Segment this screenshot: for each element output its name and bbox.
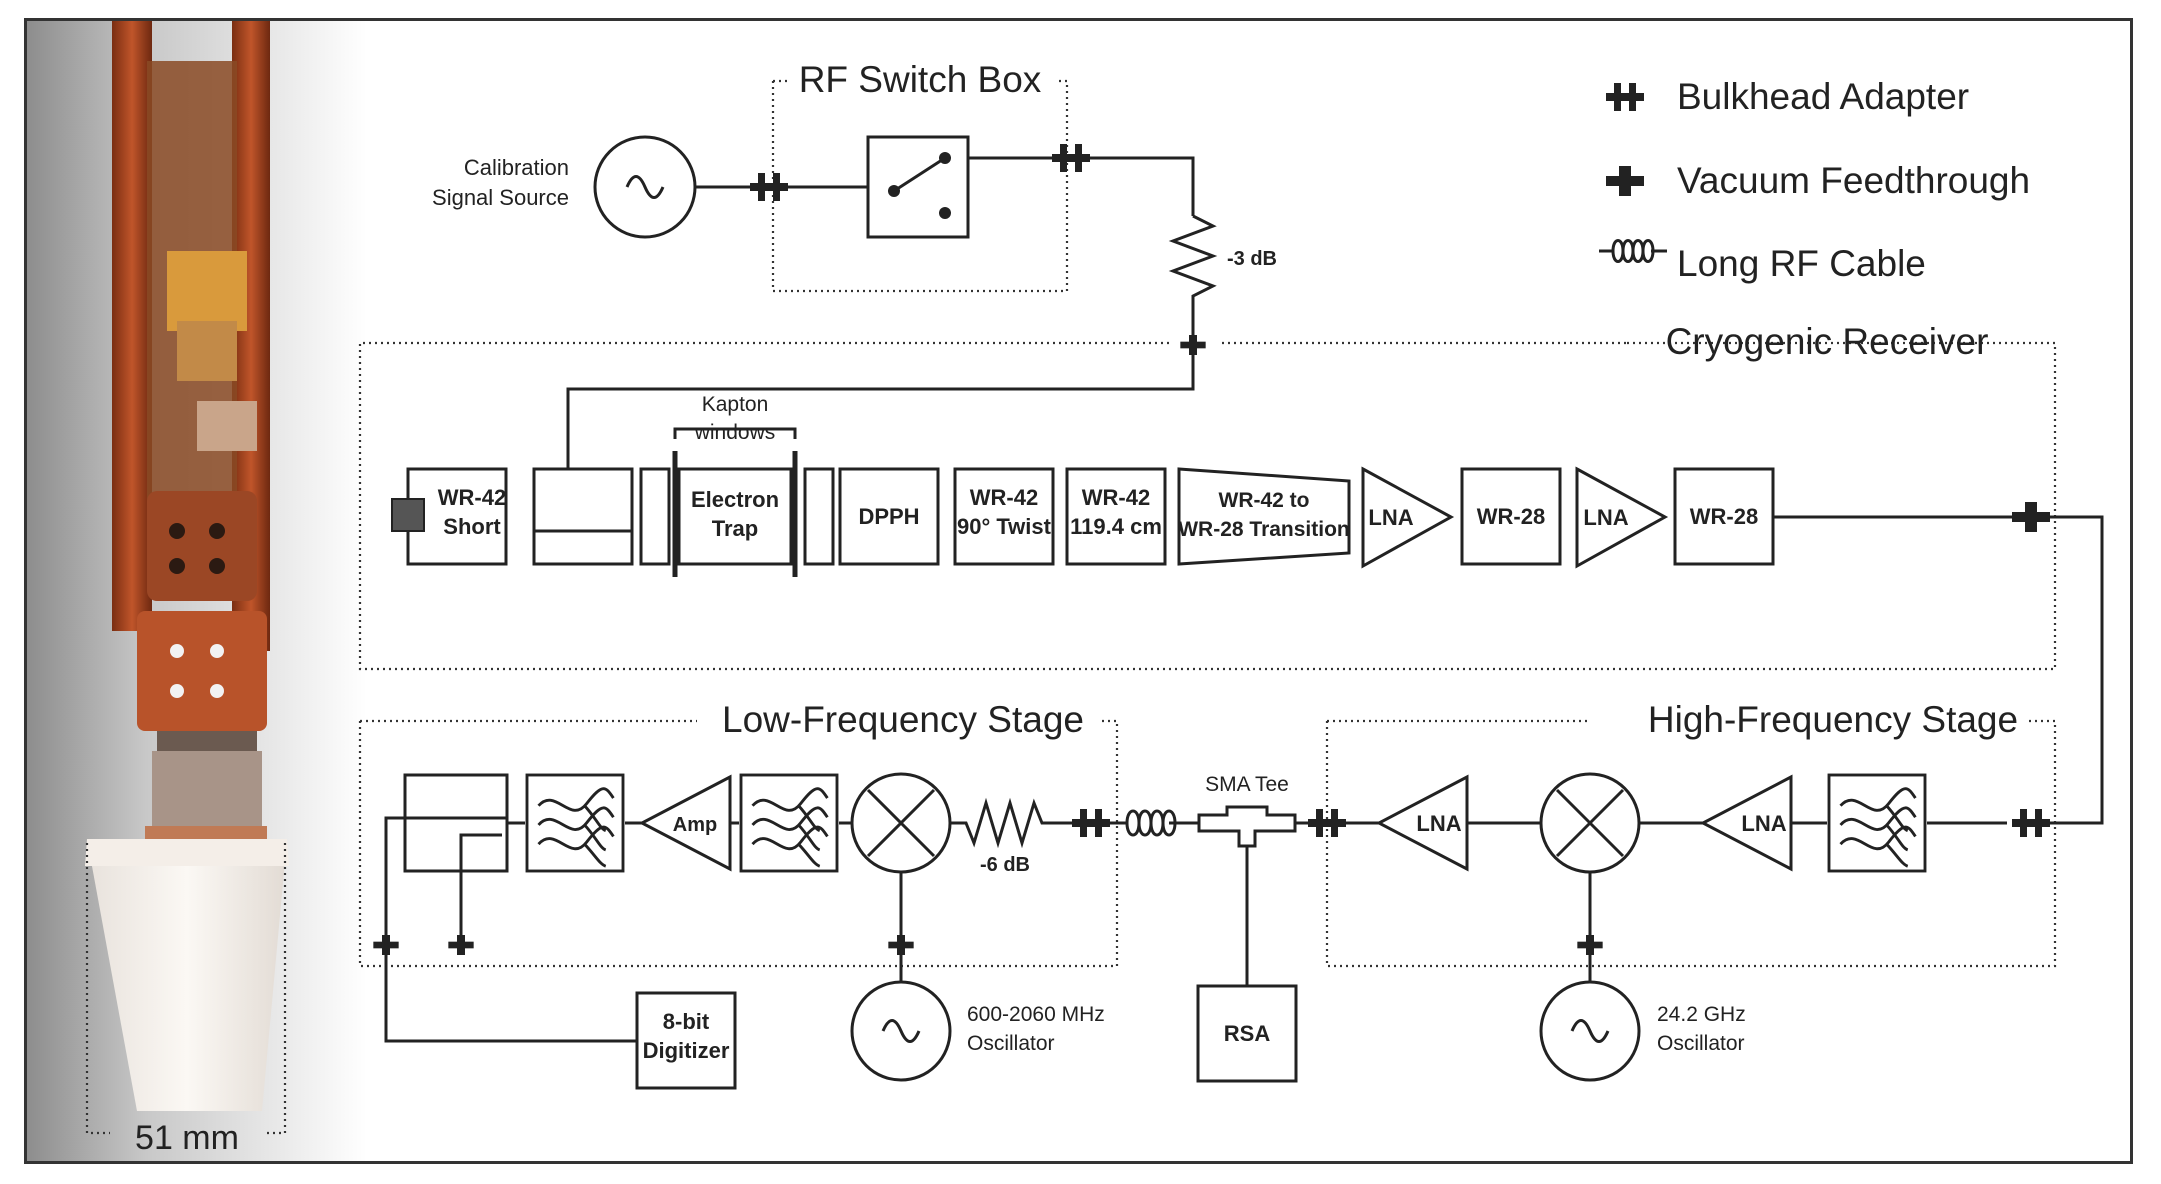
wr42-short-line1: WR-42 — [438, 485, 506, 510]
calibration-label-line2: Signal Source — [432, 185, 569, 210]
wr28-a-label: WR-28 — [1477, 504, 1545, 529]
attenuator-3db-label: -3 dB — [1227, 248, 1277, 270]
lf-digitizer-feedthrough-2 — [448, 935, 474, 955]
lna-1 — [1361, 466, 1455, 569]
hf-bandpass-filter — [1827, 773, 1927, 873]
sma-tee — [1197, 805, 1297, 848]
coupler-block — [532, 467, 634, 566]
cryogenic-receiver-border — [358, 341, 2057, 671]
high-frequency-stage-border — [1325, 719, 2057, 968]
legend-cable-icon — [1599, 239, 1667, 263]
scale-label: 51 mm — [135, 1119, 239, 1157]
attenuator-6db — [950, 797, 1050, 849]
twist-line1: WR-42 — [970, 485, 1038, 510]
electron-trap-line2: Trap — [712, 516, 758, 541]
twist-line2: 90° Twist — [957, 514, 1052, 539]
lna-2 — [1575, 466, 1669, 569]
dpph-block — [838, 467, 940, 566]
hf-lna-1 — [1375, 774, 1469, 872]
hf-lna-1-label: LNA — [1416, 811, 1461, 836]
wr28-b-block — [1673, 467, 1775, 566]
lf-digitizer-feedthrough-1 — [373, 935, 399, 955]
window-plate-2 — [803, 467, 835, 566]
lf-filter-1 — [525, 773, 625, 873]
wr42-length-block — [1065, 467, 1167, 566]
lf-amp-label: Amp — [673, 814, 717, 836]
lna-1-label: LNA — [1368, 505, 1413, 530]
legend-bulkhead-icon — [1606, 83, 1644, 111]
rsa-label: RSA — [1224, 1021, 1271, 1046]
wr42-length-line2: 119.4 cm — [1070, 514, 1162, 539]
attenuator-3db — [1168, 214, 1218, 326]
hf-output-bulkhead-icon — [1308, 809, 1346, 837]
lf-input-bulkhead-icon — [1072, 809, 1110, 837]
hf-oscillator-line1: 24.2 GHz — [1657, 1003, 1746, 1026]
low-frequency-stage-title: Low-Frequency Stage — [722, 699, 1084, 740]
digitizer-line1: 8-bit — [663, 1009, 710, 1034]
hf-mixer — [1539, 772, 1641, 874]
kapton-label-line1: Kapton — [702, 393, 769, 416]
receiver-photo: 51 mm — [27, 21, 367, 1161]
hf-lna-2 — [1699, 774, 1793, 872]
rf-switch-box-title: RF Switch Box — [799, 59, 1042, 100]
hf-oscillator-line2: Oscillator — [1657, 1032, 1745, 1055]
rsa-block — [1196, 984, 1298, 1083]
transition-line2: WR-28 Transition — [1178, 518, 1350, 541]
lf-oscillator-line1: 600-2060 MHz — [967, 1003, 1105, 1026]
rf-switch-box-border — [771, 79, 1069, 293]
attenuator-6db-label: -6 dB — [980, 854, 1030, 876]
electron-trap-line1: Electron — [691, 487, 779, 512]
wr28-a-block — [1460, 467, 1562, 566]
wr42-short-line2: Short — [443, 514, 501, 539]
sma-tee-label: SMA Tee — [1205, 773, 1289, 796]
electron-trap-block — [677, 467, 793, 566]
window-plate-1 — [639, 467, 671, 566]
lf-amp — [638, 774, 732, 872]
calibration-source — [593, 135, 697, 239]
wr42-length-line1: WR-42 — [1082, 485, 1150, 510]
switch-input-bulkhead-icon — [750, 173, 788, 201]
twist-block — [953, 467, 1055, 566]
figure-frame: 51 mm — [24, 18, 2133, 1164]
cryogenic-receiver-title: Cryogenic Receiver — [1666, 321, 1989, 362]
lf-oscillator-line2: Oscillator — [967, 1032, 1055, 1055]
kapton-label-line2: windows — [694, 421, 776, 444]
lf-lo-feedthrough-icon — [888, 935, 914, 955]
lf-mixer — [850, 772, 952, 874]
digitizer-block — [635, 991, 737, 1090]
hf-lo-feedthrough-icon — [1577, 935, 1603, 955]
transition-line1: WR-42 to — [1219, 489, 1310, 512]
legend-feedthrough-icon — [1606, 166, 1644, 196]
block-diagram: RF Switch Box Cryogenic Receiver Low-Fre… — [358, 59, 2104, 1090]
hf-oscillator — [1539, 980, 1641, 1082]
rf-switch — [866, 135, 970, 239]
dpph-label: DPPH — [858, 504, 919, 529]
hf-lna-2-label: LNA — [1741, 811, 1786, 836]
calibration-label-line1: Calibration — [464, 155, 569, 180]
power-splitter — [403, 773, 509, 873]
low-frequency-stage-border — [358, 719, 1119, 968]
digitizer-line2: Digitizer — [643, 1038, 730, 1063]
lf-filter-2 — [739, 773, 839, 873]
lna-2-label: LNA — [1583, 505, 1628, 530]
hf-input-bulkhead-icon — [2012, 809, 2050, 837]
lf-oscillator — [850, 980, 952, 1082]
legend-cable-label: Long RF Cable — [1677, 243, 1926, 284]
wr28-b-label: WR-28 — [1690, 504, 1758, 529]
high-frequency-stage-title: High-Frequency Stage — [1648, 699, 2018, 740]
legend-feedthrough-label: Vacuum Feedthrough — [1677, 160, 2030, 201]
legend-bulkhead-label: Bulkhead Adapter — [1677, 76, 1969, 117]
switch-output-bulkhead-icon — [1052, 144, 1090, 172]
transition-block — [1177, 467, 1351, 566]
cryo-output-feedthrough-icon — [2012, 502, 2050, 532]
